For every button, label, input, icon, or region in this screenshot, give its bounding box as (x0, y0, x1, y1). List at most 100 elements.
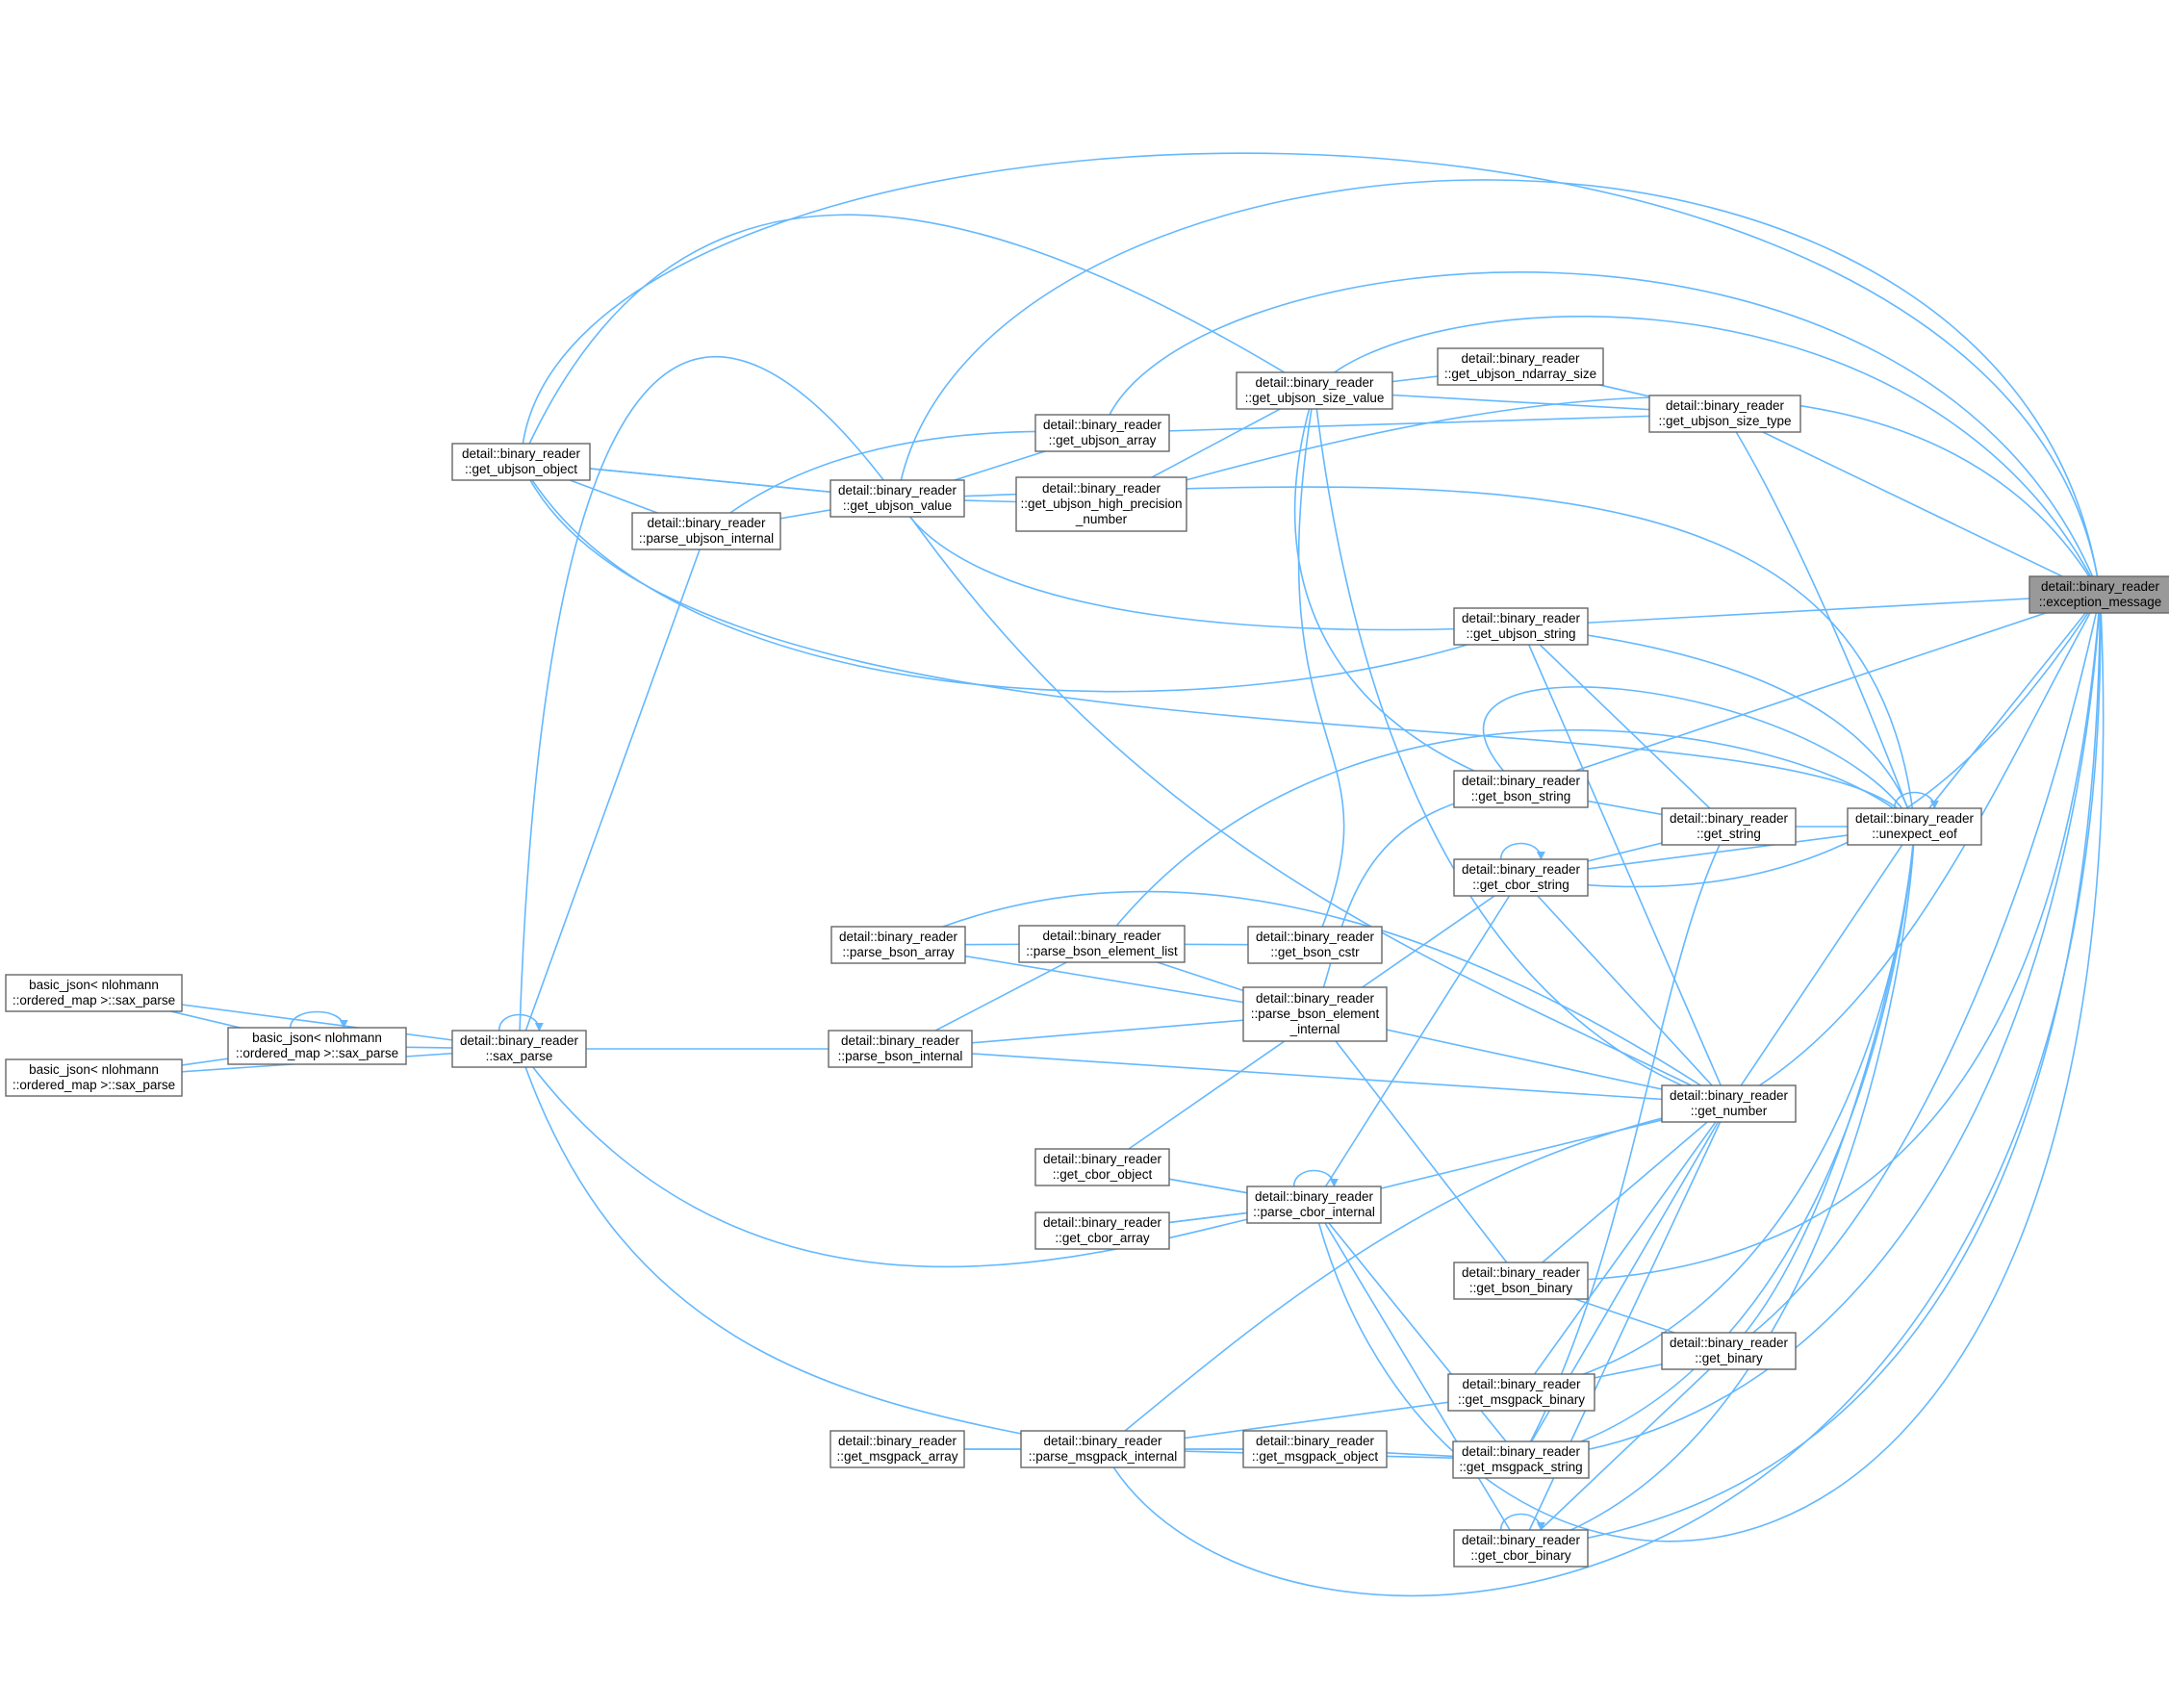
edge-get_ubjson_size_value-to-exception_message (1314, 316, 2102, 596)
node-label: _number (1075, 512, 1128, 526)
node-label: detail::binary_reader (2041, 579, 2160, 594)
node-box (1018, 925, 1186, 963)
node-label: ::parse_cbor_internal (1253, 1205, 1375, 1219)
node-get-msgpack-binary[interactable]: detail::binary_reader::get_msgpack_binar… (1447, 1373, 1595, 1412)
node-box (1847, 807, 1982, 846)
edge-get_ubjson_string-to-get_string (1519, 625, 1730, 828)
node-exception-message[interactable]: detail::binary_reader::exception_message (2029, 575, 2169, 614)
node-label: ::exception_message (2039, 595, 2162, 609)
edge-get_ubjson_size_value-to-get_bson_string (1293, 390, 1522, 791)
node-box (1437, 347, 1604, 386)
node-get-msgpack-array[interactable]: detail::binary_reader::get_msgpack_array (829, 1430, 965, 1468)
node-label: ::get_msgpack_object (1252, 1449, 1379, 1464)
node-label: ::parse_ubjson_internal (639, 531, 774, 546)
node-get-bson-string[interactable]: detail::binary_reader::get_bson_string (1453, 770, 1589, 808)
node-label: detail::binary_reader (1670, 1088, 1789, 1103)
node-sax-parse-a[interactable]: basic_json< nlohmann::ordered_map >::sax… (5, 974, 183, 1012)
node-parse-ubjson-internal[interactable]: detail::binary_reader::parse_ubjson_inte… (631, 512, 781, 550)
edges-layer (93, 152, 2105, 1597)
node-get-number[interactable]: detail::binary_reader::get_number (1661, 1084, 1797, 1123)
node-sax-parse-reader[interactable]: detail::binary_reader::sax_parse (451, 1030, 587, 1068)
node-label: detail::binary_reader (1256, 991, 1375, 1006)
node-label: detail::binary_reader (1462, 1265, 1581, 1280)
node-label: detail::binary_reader (647, 516, 766, 530)
node-label: detail::binary_reader (1462, 774, 1581, 788)
edge-get_msgpack_string-to-exception_message (1520, 594, 2105, 1461)
edge-get_ubjson_value-to-unexpect_eof (897, 486, 1919, 828)
node-label: basic_json< nlohmann (29, 978, 159, 992)
node-unexpect-eof[interactable]: detail::binary_reader::unexpect_eof (1847, 807, 1982, 846)
edge-get_ubjson_array-to-parse_ubjson_internal (705, 430, 1103, 532)
node-box (1661, 1332, 1797, 1370)
node-get-msgpack-string[interactable]: detail::binary_reader::get_msgpack_strin… (1452, 1440, 1590, 1479)
node-label: basic_json< nlohmann (29, 1062, 159, 1077)
edge-get_number-to-get_cbor_binary (1519, 1103, 1730, 1549)
node-label: detail::binary_reader (1462, 862, 1581, 877)
edge-get_number-to-parse_bson_array (897, 890, 1729, 1105)
edge-get_bson_string-to-exception_message (1520, 593, 2102, 790)
node-get-cbor-object[interactable]: detail::binary_reader::get_cbor_object (1034, 1148, 1170, 1186)
node-parse-bson-element-internal[interactable]: detail::binary_reader::parse_bson_elemen… (1242, 986, 1388, 1042)
node-get-cbor-binary[interactable]: detail::binary_reader::get_cbor_binary (1453, 1529, 1589, 1568)
node-get-bson-binary[interactable]: detail::binary_reader::get_bson_binary (1453, 1262, 1589, 1300)
edge-get_number-to-get_ubjson_value (896, 497, 1729, 1105)
node-get-binary[interactable]: detail::binary_reader::get_binary (1661, 1332, 1797, 1370)
node-sax-parse-c[interactable]: basic_json< nlohmann::ordered_map >::sax… (5, 1058, 183, 1097)
node-get-cbor-string[interactable]: detail::binary_reader::get_cbor_string (1453, 858, 1589, 897)
node-label: ::get_msgpack_array (836, 1449, 957, 1464)
edge-sax_parse_reader-to-parse_msgpack_internal (518, 1048, 1104, 1452)
node-get-ubjson-value[interactable]: detail::binary_reader::get_ubjson_value (829, 479, 965, 518)
edge-get_ubjson_object-to-exception_message (520, 152, 2104, 596)
node-box (1034, 414, 1170, 452)
self-loop-sax_parse_reader (498, 1013, 544, 1032)
node-parse-cbor-internal[interactable]: detail::binary_reader::parse_cbor_intern… (1246, 1185, 1382, 1224)
node-get-msgpack-object[interactable]: detail::binary_reader::get_msgpack_objec… (1242, 1430, 1388, 1468)
node-parse-msgpack-internal[interactable]: detail::binary_reader::parse_msgpack_int… (1020, 1430, 1186, 1468)
node-label: detail::binary_reader (1255, 375, 1374, 390)
edge-get_binary-to-exception_message (1728, 594, 2104, 1352)
node-label: detail::binary_reader (1042, 481, 1161, 496)
edge-parse_bson_element_list-to-unexpect_eof (1101, 728, 1916, 945)
node-label: detail::binary_reader (1042, 929, 1161, 943)
node-parse-bson-array[interactable]: detail::binary_reader::parse_bson_array (830, 926, 966, 964)
node-get-ubjson-high-precision-number[interactable]: detail::binary_reader::get_ubjson_high_p… (1015, 476, 1187, 532)
node-get-ubjson-object[interactable]: detail::binary_reader::get_ubjson_object (451, 443, 591, 481)
edge-get_ubjson_size_type-to-unexpect_eof (1723, 413, 1916, 828)
edge-get_number-to-parse_msgpack_internal (1102, 1103, 1729, 1450)
edge-sax_parse_reader-to-parse_cbor_internal (518, 1048, 1315, 1268)
node-get-ubjson-ndarray-size[interactable]: detail::binary_reader::get_ubjson_ndarra… (1437, 347, 1604, 386)
node-get-string[interactable]: detail::binary_reader::get_string (1661, 807, 1797, 846)
node-get-ubjson-array[interactable]: detail::binary_reader::get_ubjson_array (1034, 414, 1170, 452)
node-box (1242, 1430, 1388, 1468)
edge-parse_cbor_internal-to-get_cbor_binary (1313, 1204, 1522, 1549)
edge-get_bson_binary-to-exception_message (1520, 594, 2105, 1282)
node-label: detail::binary_reader (1670, 1336, 1789, 1350)
node-label: ::parse_bson_element_list (1026, 944, 1178, 958)
edge-get_bson_cstr-to-get_ubjson_size_value (1297, 390, 1345, 946)
edge-get_number-to-get_msgpack_binary (1520, 1103, 1730, 1393)
edge-sax_parse_reader-to-get_ubjson_value (518, 356, 899, 1050)
node-label: ::get_cbor_string (1472, 878, 1569, 892)
node-label: ::get_ubjson_size_type (1658, 414, 1791, 428)
edge-get_ubjson_array-to-exception_message (1101, 271, 2102, 596)
node-get-cbor-array[interactable]: detail::binary_reader::get_cbor_array (1034, 1211, 1170, 1250)
node-get-ubjson-string[interactable]: detail::binary_reader::get_ubjson_string (1453, 607, 1589, 646)
edge-get_bson_string-to-unexpect_eof (1482, 686, 1916, 828)
node-box (1453, 607, 1589, 646)
node-get-bson-cstr[interactable]: detail::binary_reader::get_bson_cstr (1247, 926, 1383, 964)
edge-get_ubjson_size_type-to-exception_message (1724, 413, 2102, 596)
node-parse-bson-internal[interactable]: detail::binary_reader::parse_bson_intern… (828, 1030, 973, 1068)
node-box (1453, 1529, 1589, 1568)
node-get-ubjson-size-value[interactable]: detail::binary_reader::get_ubjson_size_v… (1236, 371, 1393, 410)
edge-get_number-to-get_ubjson_string (1519, 625, 1730, 1105)
node-box (1453, 1262, 1589, 1300)
node-get-ubjson-size-type[interactable]: detail::binary_reader::get_ubjson_size_t… (1648, 395, 1801, 433)
node-box (1453, 770, 1589, 808)
node-label: ::sax_parse (486, 1049, 553, 1063)
node-box (1034, 1148, 1170, 1186)
node-box (2029, 575, 2169, 614)
node-parse-bson-element-list[interactable]: detail::binary_reader::parse_bson_elemen… (1018, 925, 1186, 963)
node-box (1447, 1373, 1595, 1412)
node-box (1236, 371, 1393, 410)
node-sax-parse-b[interactable]: basic_json< nlohmann::ordered_map >::sax… (227, 1027, 407, 1065)
